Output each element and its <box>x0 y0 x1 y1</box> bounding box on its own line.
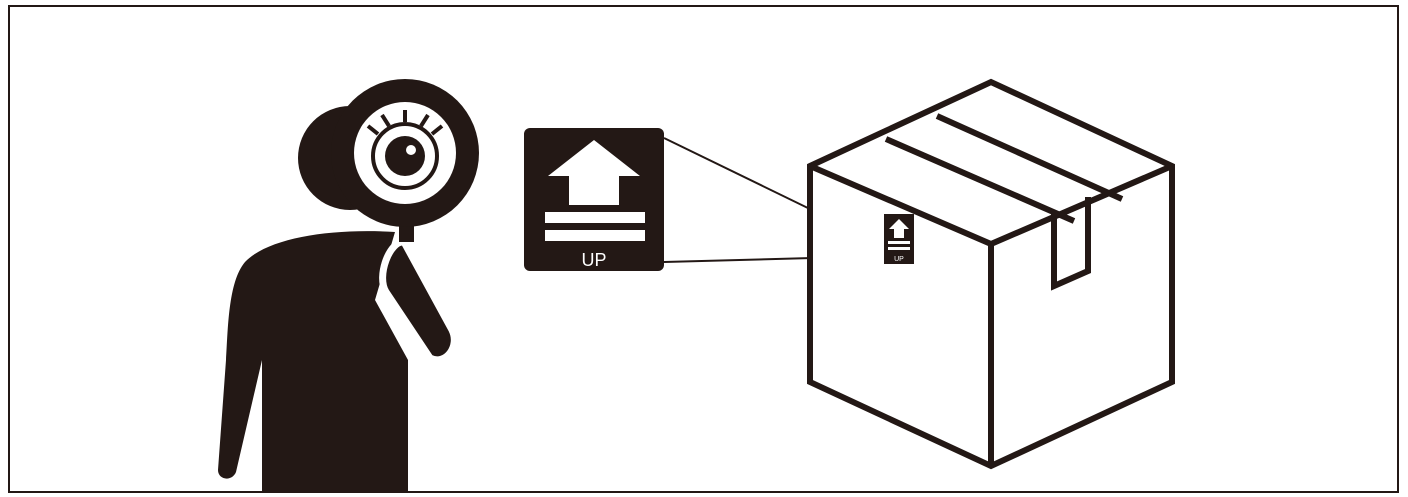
up-arrow-icon <box>548 140 640 205</box>
label-bar-bottom <box>545 230 645 241</box>
eye-icon <box>366 110 444 190</box>
box-icon <box>807 78 1175 470</box>
label-bar-top <box>545 212 645 223</box>
person-body <box>218 231 408 492</box>
eye-pupil <box>385 136 425 176</box>
frame-border <box>8 5 1399 493</box>
eye-highlight <box>406 145 416 155</box>
box-label-icon: UP <box>884 214 914 264</box>
person-arm <box>379 238 458 364</box>
box-label-text: UP <box>894 256 904 263</box>
magnifier-icon <box>331 79 479 227</box>
enlarged-label-text: UP <box>581 250 606 270</box>
this-way-up-label-icon: UP <box>524 128 664 271</box>
